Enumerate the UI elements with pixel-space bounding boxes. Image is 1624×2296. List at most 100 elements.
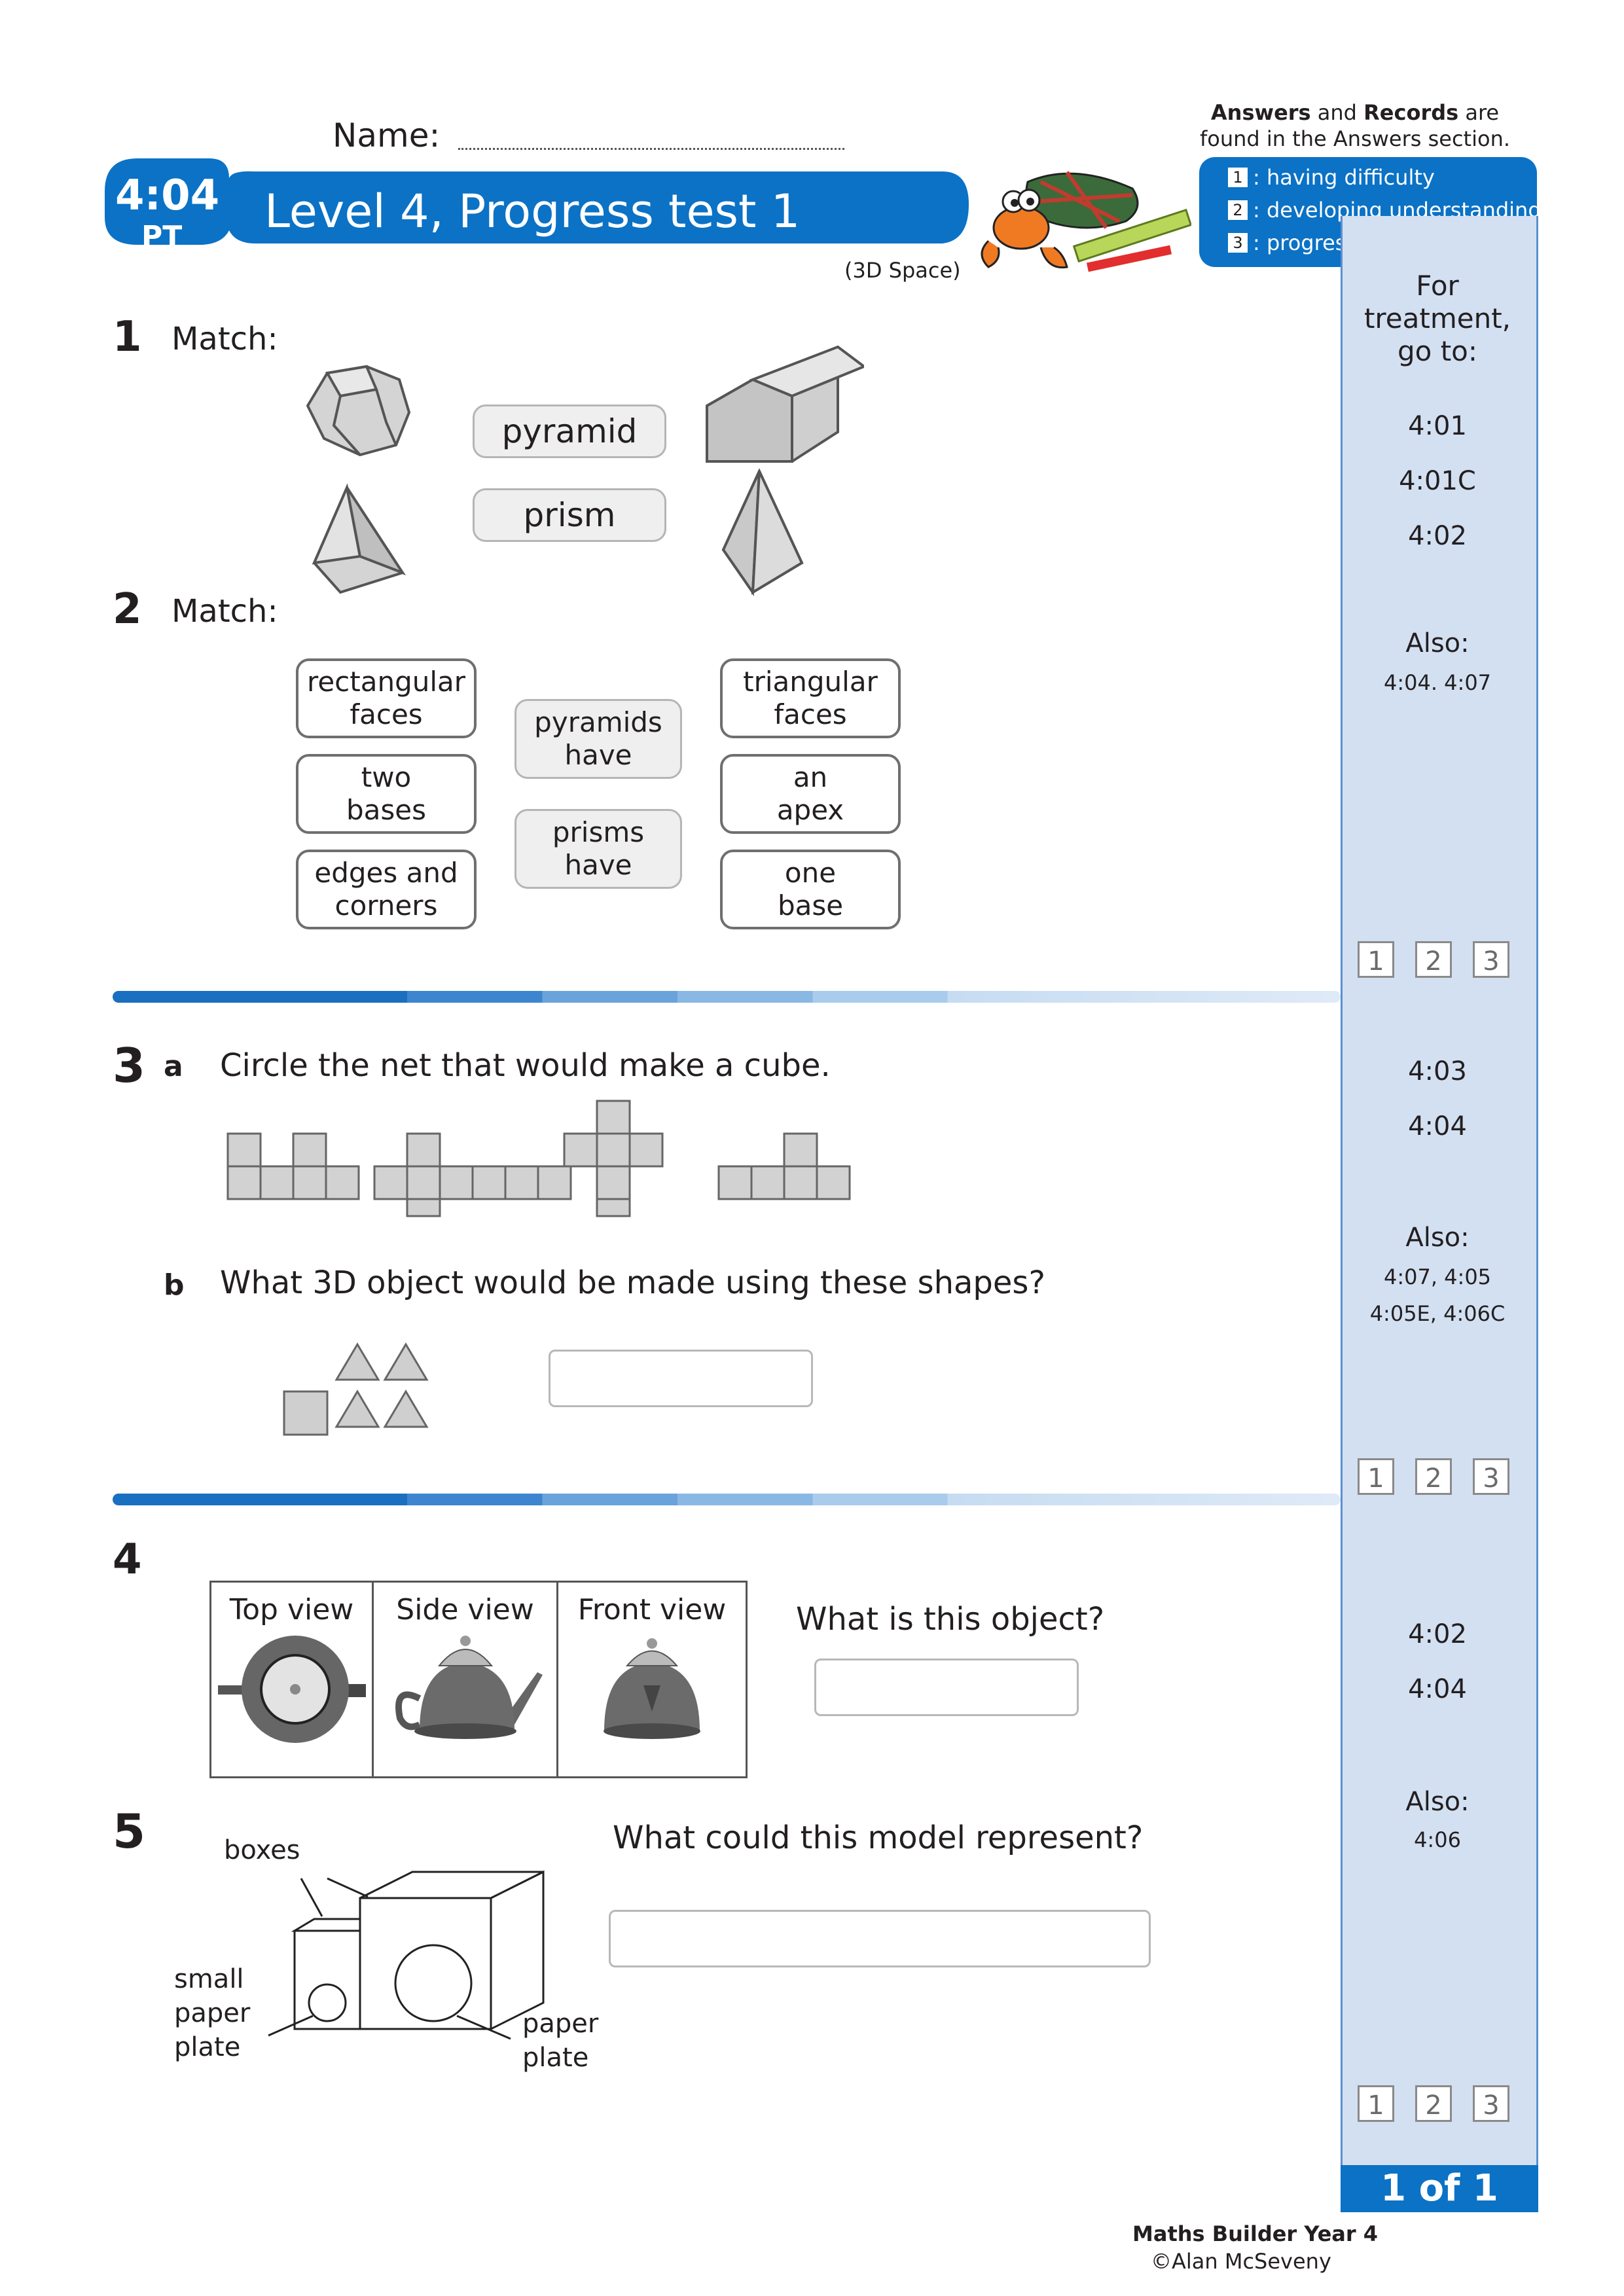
answer-box-4[interactable]	[814, 1659, 1079, 1716]
score-box-2[interactable]: 2	[1415, 941, 1452, 978]
lesson-code-sub: PT	[141, 220, 183, 253]
q1-shapes-icon	[306, 345, 867, 596]
question-prompt: Match:	[171, 593, 278, 630]
treatment-ref[interactable]: 4:02	[1408, 1619, 1467, 1649]
treatment-ref[interactable]: 4:04	[1408, 1111, 1467, 1141]
triangle-face	[383, 1342, 429, 1381]
page-title: Level 4, Progress test 1	[264, 185, 801, 238]
also-refs: 4:06	[1414, 1827, 1461, 1852]
truck-model-icon	[268, 1870, 545, 2040]
label-small-paper-plate: small paper plate	[174, 1964, 251, 2062]
score-box-1[interactable]: 1	[1358, 1458, 1394, 1495]
score-box-3[interactable]: 3	[1473, 2085, 1509, 2122]
legend-number-box: 3	[1228, 233, 1248, 253]
teapot-top-view-icon	[218, 1636, 366, 1743]
also-label: Also:	[1405, 628, 1470, 658]
views-table: Top view Side view Front view	[209, 1581, 748, 1778]
word-card-prism[interactable]: prism	[473, 488, 666, 542]
question-number: 5	[113, 1804, 146, 1859]
question-number: 3	[113, 1038, 146, 1093]
net-option-3[interactable]	[563, 1100, 664, 1217]
page-indicator: 1 of 1	[1341, 2165, 1538, 2212]
side-view-cell: Side view	[374, 1583, 558, 1776]
lesson-code: 4:04	[115, 171, 220, 220]
triangle-face	[383, 1390, 429, 1428]
footer-author: ©Alan McSeveny	[1151, 2249, 1331, 2274]
also-label: Also:	[1405, 1787, 1470, 1817]
teapot-front-view-icon	[604, 1638, 700, 1739]
score-box-2[interactable]: 2	[1415, 2085, 1452, 2122]
net-option-2[interactable]	[373, 1132, 572, 1217]
score-box-2[interactable]: 2	[1415, 1458, 1452, 1495]
part-b-question: What 3D object would be made using these…	[220, 1265, 1045, 1301]
question-number: 4	[113, 1535, 142, 1584]
truck-model	[262, 1859, 550, 2045]
score-box-1[interactable]: 1	[1358, 2085, 1394, 2122]
treatment-ref[interactable]: 4:01C	[1399, 466, 1476, 496]
view-label: Front view	[577, 1593, 727, 1626]
also-refs: 4:07, 4:05	[1383, 1265, 1492, 1289]
legend-number-box: 1	[1228, 168, 1248, 187]
answer-box-5[interactable]	[609, 1910, 1151, 1967]
question-number: 2	[113, 585, 142, 634]
net-option-1[interactable]	[226, 1132, 360, 1200]
teapot-side-view-icon	[395, 1636, 543, 1739]
question-prompt: What could this model represent?	[613, 1820, 1144, 1856]
crab-mascot-icon	[981, 171, 1193, 272]
heptagonal-prism-icon	[306, 365, 411, 457]
answer-box-3b[interactable]	[549, 1350, 813, 1407]
legend-row: 1 : having difficulty	[1228, 161, 1542, 194]
sidebar-heading: For treatment, go to:	[1363, 270, 1511, 367]
also-label: Also:	[1405, 1223, 1470, 1253]
pyramid-faces-icon	[283, 1342, 429, 1436]
topic-subtitle: (3D Space)	[844, 258, 961, 283]
label-boxes: boxes	[224, 1835, 300, 1865]
square-pyramid-icon	[721, 468, 804, 596]
banner-shape	[105, 158, 969, 245]
front-view-cell: Front view	[558, 1583, 746, 1776]
section-divider	[113, 1494, 1341, 1505]
view-label: Top view	[229, 1593, 354, 1626]
name-line[interactable]	[458, 148, 844, 150]
footer-book: Maths Builder Year 4	[1132, 2221, 1379, 2246]
score-box-3[interactable]: 3	[1473, 1458, 1509, 1495]
question-prompt: Match:	[171, 321, 278, 357]
part-label: a	[164, 1050, 183, 1083]
q1-shapes	[288, 340, 867, 605]
triangular-pyramid-icon	[312, 483, 406, 594]
part-a-question: Circle the net that would make a cube.	[220, 1047, 831, 1084]
word-card-pyramid[interactable]: pyramid	[473, 404, 666, 458]
question-number: 1	[113, 313, 142, 361]
view-label: Side view	[396, 1593, 534, 1626]
section-divider	[113, 991, 1341, 1003]
also-refs: 4:05E, 4:06C	[1369, 1301, 1506, 1326]
treatment-ref[interactable]: 4:03	[1408, 1056, 1467, 1086]
legend-text: : having difficulty	[1253, 165, 1435, 190]
legend-number-box: 2	[1228, 200, 1248, 220]
score-box-1[interactable]: 1	[1358, 941, 1394, 978]
cube-nets	[226, 1100, 855, 1220]
treatment-ref[interactable]: 4:04	[1408, 1674, 1467, 1704]
question-prompt: What is this object?	[796, 1601, 1105, 1638]
score-box-3[interactable]: 3	[1473, 941, 1509, 978]
triangle-face	[334, 1390, 380, 1428]
name-label: Name:	[333, 117, 441, 154]
treatment-ref[interactable]: 4:02	[1408, 521, 1467, 551]
also-refs: 4:04. 4:07	[1383, 670, 1492, 695]
part-label: b	[164, 1268, 185, 1302]
triangle-face	[334, 1342, 380, 1381]
treatment-ref[interactable]: 4:01	[1408, 411, 1467, 441]
top-view-cell: Top view	[211, 1583, 374, 1776]
title-banner	[98, 152, 975, 250]
net-option-4[interactable]	[717, 1132, 851, 1200]
treatment-sidebar	[1341, 216, 1538, 2212]
crab-mascot	[975, 156, 1193, 283]
